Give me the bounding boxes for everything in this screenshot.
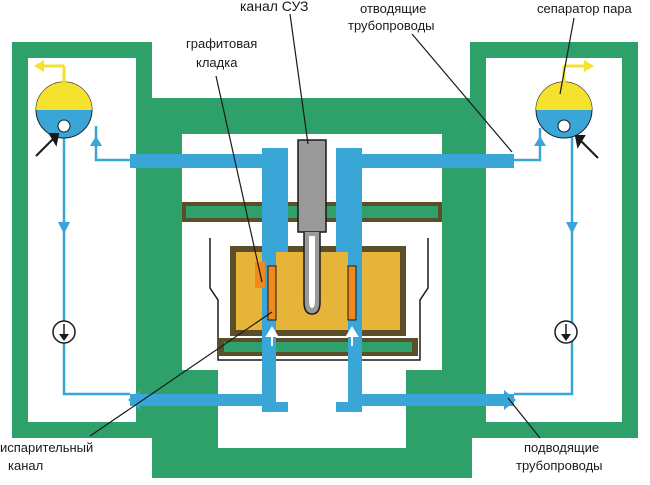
outlet-pipes-label-1: отводящие [360, 1, 427, 16]
coolant-up-arrows [265, 326, 359, 346]
feedwater-arrow-icon [35, 133, 599, 159]
control-rod-channel [297, 139, 327, 315]
circulation-pump-icon [52, 320, 76, 344]
circulation-pump-icon [554, 320, 578, 344]
inlet-pipes-label-2: трубопроводы [516, 458, 603, 473]
flow-arrow-icon [58, 136, 578, 410]
separator-drum-icon [34, 60, 93, 139]
leader-lines [89, 13, 575, 439]
graphite-stack-label-1: графитовая [186, 36, 258, 51]
separator-label: сепаратор пара [537, 1, 632, 16]
control-channel-label: канал СУЗ [240, 0, 309, 14]
evaporation-channel-label-1: испарительный [0, 440, 94, 455]
inlet-pipes-label-1: подводящие [524, 440, 600, 455]
core-cavity [209, 238, 429, 361]
evaporation-channel-label-2: канал [8, 458, 44, 473]
graphite-stack-label-2: кладка [196, 55, 238, 70]
outlet-pipes-label-2: трубопроводы [348, 18, 435, 33]
separator-drum-icon [535, 60, 594, 139]
